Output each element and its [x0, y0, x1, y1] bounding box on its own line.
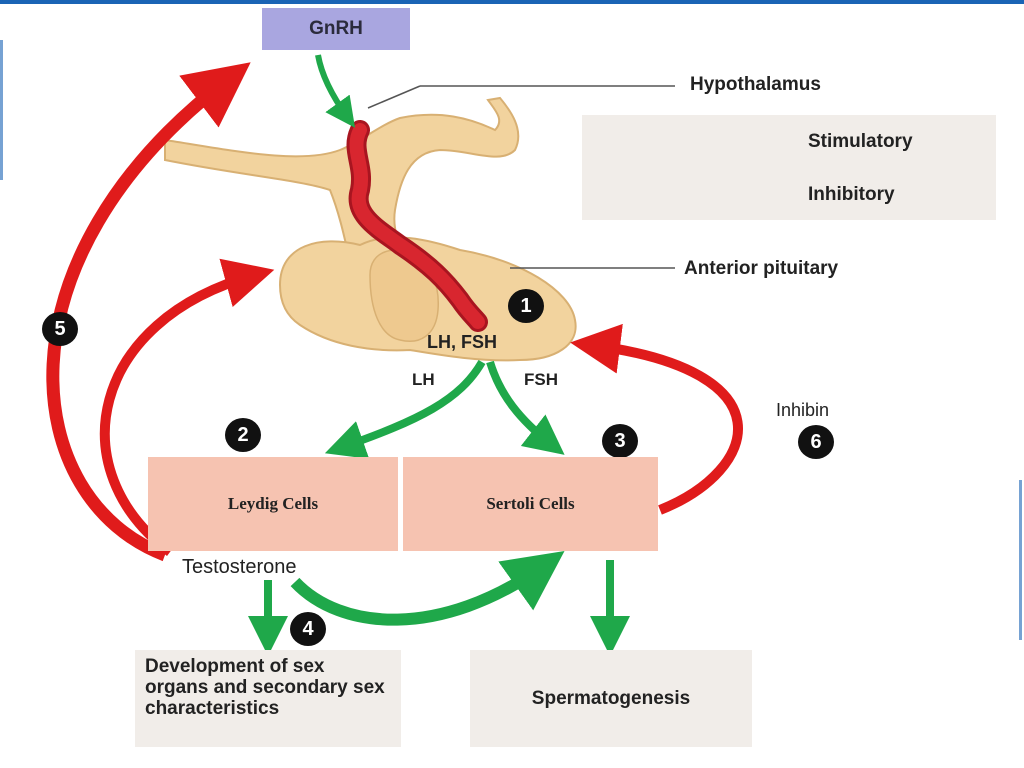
inhibit-pituitary-arrow	[99, 258, 275, 557]
badge-5: 5	[42, 312, 78, 346]
testosterone-label: Testosterone	[182, 556, 297, 578]
sertoli-cells-box: Sertoli Cells	[403, 457, 658, 551]
badge-2: 2	[225, 418, 261, 452]
legend-box	[582, 115, 996, 220]
development-box: Development of sex organs and secondary …	[135, 650, 401, 747]
hypothalamus-pointer	[367, 85, 421, 109]
left-accent	[0, 40, 3, 180]
testosterone-sertoli-arrow	[290, 551, 565, 626]
inhibin-label: Inhibin	[776, 400, 830, 420]
inhibit-hypothalamus-arrow	[46, 62, 251, 562]
lh-fsh-label: LH, FSH	[427, 332, 497, 352]
legend-inhibitory-label: Inhibitory	[808, 184, 895, 205]
sertoli-cells-label: Sertoli Cells	[486, 494, 575, 513]
leydig-cells-label: Leydig Cells	[227, 494, 319, 513]
right-accent	[1019, 480, 1022, 640]
badge-4: 4	[290, 612, 326, 646]
badge-3: 3	[602, 424, 638, 458]
leydig-cells-box: Leydig Cells	[148, 457, 398, 551]
fsh-label: FSH	[524, 370, 558, 389]
gnrh-box: GnRH	[262, 8, 410, 50]
lh-arrow	[324, 359, 486, 459]
lh-label: LH	[412, 370, 435, 389]
badge-1: 1	[508, 289, 544, 323]
gnrh-arrow	[315, 54, 356, 128]
hypothalamus-label: Hypothalamus	[690, 74, 821, 95]
spermatogenesis-box: Spermatogenesis	[470, 650, 752, 747]
hypothalamus-stalk	[164, 96, 520, 264]
fsh-arrow	[486, 360, 565, 455]
inhibin-arrow	[570, 323, 743, 515]
badge-6: 6	[798, 425, 834, 459]
gnrh-label: GnRH	[309, 18, 363, 39]
legend-stimulatory-label: Stimulatory	[808, 131, 913, 152]
anterior-pituitary-label: Anterior pituitary	[684, 258, 839, 279]
development-label: Development of sex organs and secondary …	[145, 656, 385, 719]
top-border	[0, 0, 1024, 4]
spermatogenesis-label: Spermatogenesis	[531, 687, 691, 709]
portal-vessel-inner	[349, 123, 485, 329]
